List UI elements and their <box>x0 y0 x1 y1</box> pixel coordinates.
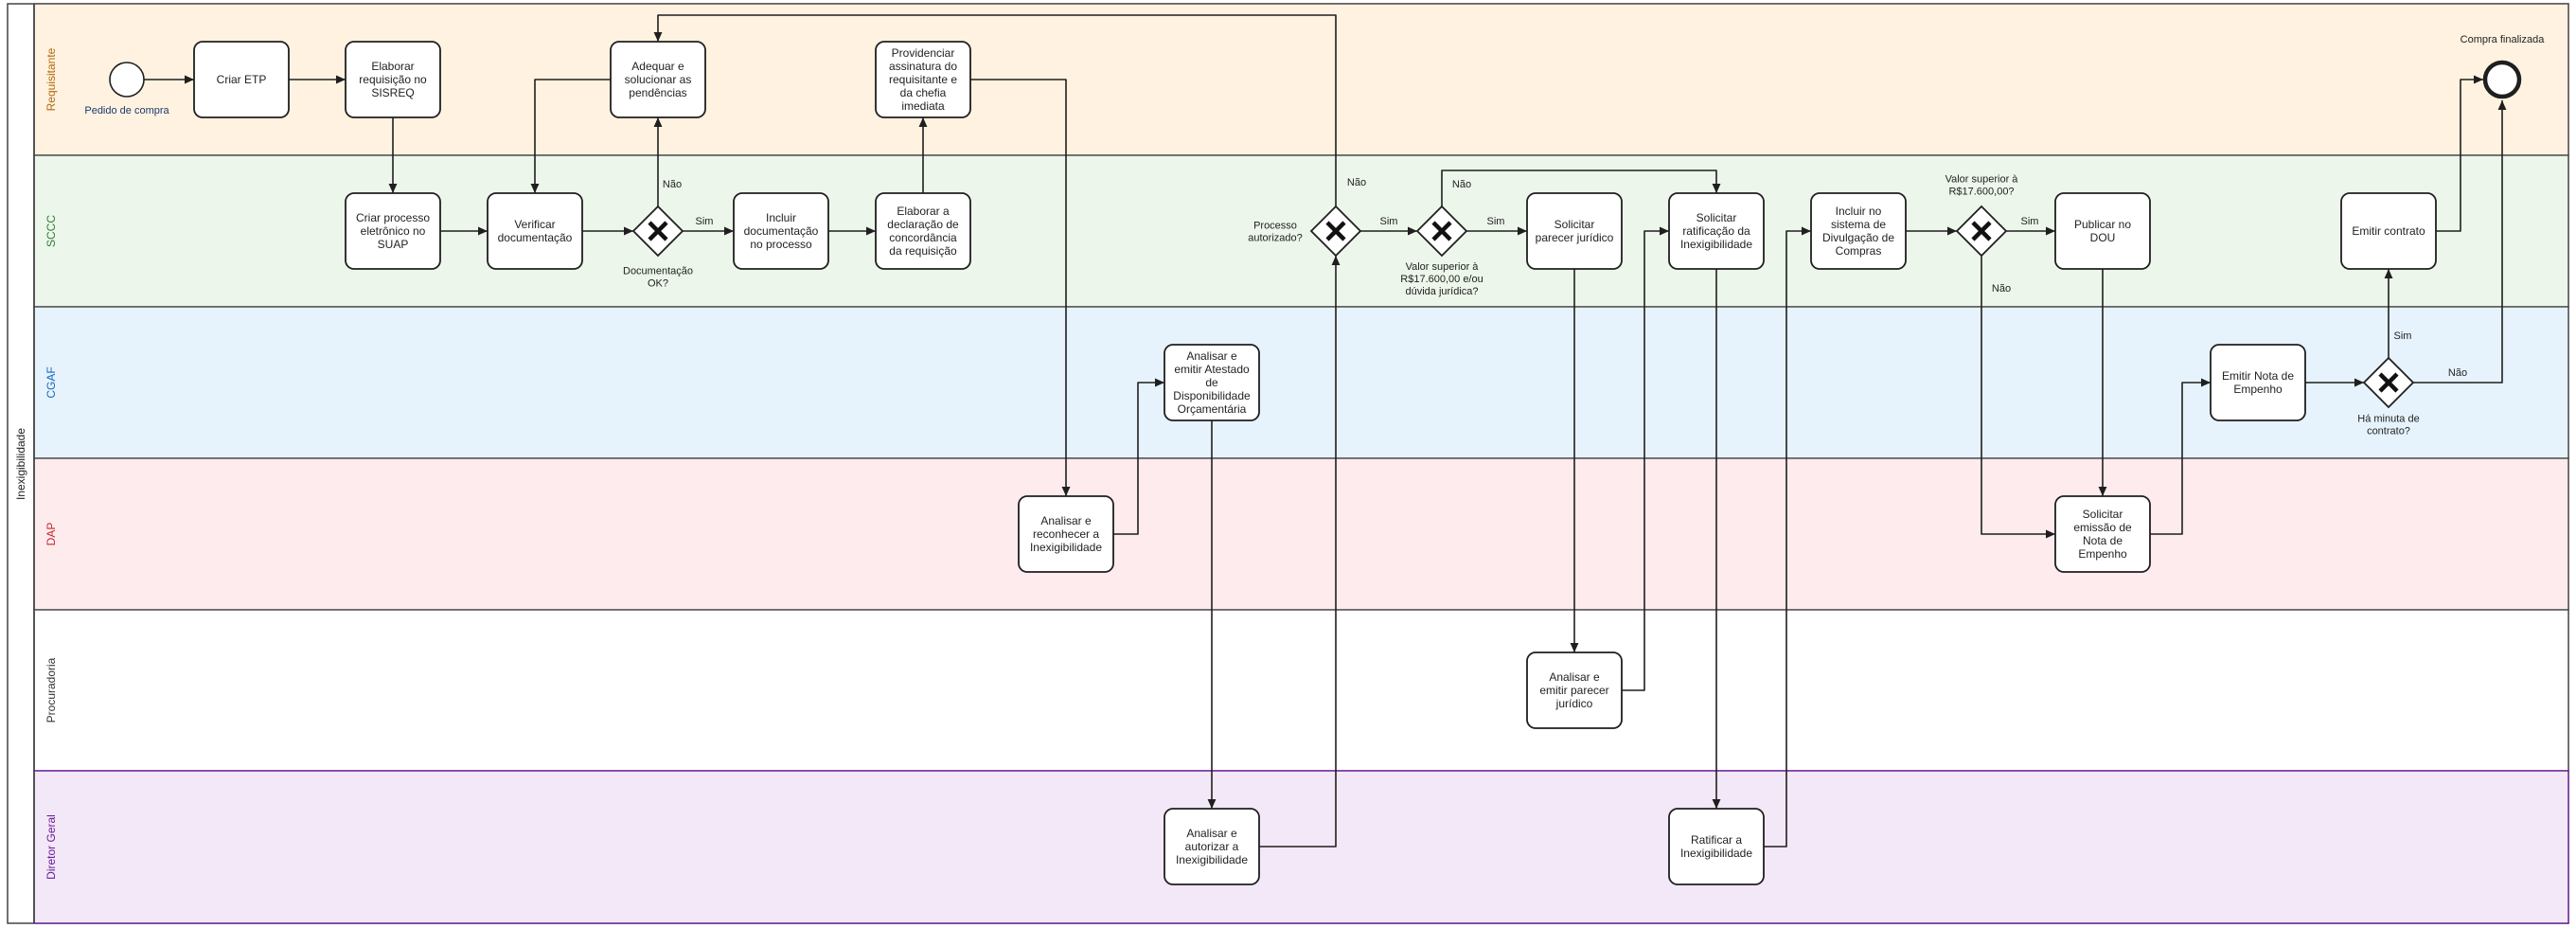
sequence-flow-22 <box>1764 226 1811 848</box>
task-label: Emitir contrato <box>2352 224 2425 238</box>
x-marker-icon <box>2378 372 2399 393</box>
flow-label-doc-nao: Não <box>663 179 682 190</box>
flow-label-proc-nao: Não <box>1347 177 1366 188</box>
sequence-flow-18 <box>1441 170 1721 206</box>
end-event[interactable] <box>2482 60 2522 99</box>
flow-label-min-sim: Sim <box>2394 330 2412 342</box>
x-marker-icon <box>1431 221 1452 241</box>
start-event[interactable] <box>109 62 145 98</box>
lane-dap <box>33 457 2569 611</box>
sequence-flow-27 <box>2150 378 2211 535</box>
sequence-flow-12 <box>1113 378 1164 535</box>
flow-label-val2-nao: Não <box>1992 283 2011 294</box>
pool-label: Inexigibilidade <box>14 428 27 500</box>
task-emitir-contrato[interactable]: Emitir contrato <box>2340 192 2437 270</box>
gateway-processo[interactable] <box>1309 205 1362 258</box>
sequence-flow-15 <box>653 14 1337 206</box>
flow-label-val1-nao: Não <box>1452 179 1471 190</box>
sequence-flow-30 <box>2413 100 2507 384</box>
gateway-doc[interactable] <box>631 205 684 258</box>
flow-label-val1-sim: Sim <box>1487 216 1505 227</box>
lane-label-procuradoria: Procuradoria <box>44 657 58 723</box>
sequence-flow-20 <box>1622 226 1669 691</box>
flow-label-val2-sim: Sim <box>2021 216 2039 227</box>
gateway-valor2[interactable] <box>1955 205 2008 258</box>
end-event-label: Compra finalizada <box>2461 34 2546 45</box>
lane-label-diretor: Diretor Geral <box>44 814 58 880</box>
start-event-label: Pedido de compra <box>84 105 169 116</box>
x-marker-icon <box>1325 221 1346 241</box>
lane-label-dap: DAP <box>44 523 58 546</box>
sequence-flow-7 <box>530 79 611 193</box>
lane-cgaf <box>33 306 2569 459</box>
lane-requisitante <box>33 3 2569 156</box>
sequence-flow-14 <box>1259 256 1341 848</box>
lane-procuradoria <box>33 609 2569 772</box>
lane-label-requisitante: Requisitante <box>44 47 58 111</box>
flow-label-min-nao: Não <box>2448 367 2467 379</box>
sequence-flow-25 <box>1981 256 2055 539</box>
sequence-flow-31 <box>2436 75 2483 232</box>
flow-label-proc-sim: Sim <box>1380 216 1398 227</box>
x-marker-icon <box>1971 221 1992 241</box>
gateway-valor1[interactable] <box>1415 205 1468 258</box>
task-criar-etp[interactable]: Criar ETP <box>193 41 290 118</box>
x-marker-icon <box>648 221 668 241</box>
sequence-flow-11 <box>970 79 1071 496</box>
task-label: Criar ETP <box>217 73 267 86</box>
flows-layer <box>144 14 2507 848</box>
lane-label-sccc: SCCC <box>44 215 58 247</box>
flow-label-doc-sim: Sim <box>696 216 714 227</box>
lane-label-cgaf: CGAF <box>44 366 58 398</box>
gateway-minuta[interactable] <box>2362 356 2415 409</box>
